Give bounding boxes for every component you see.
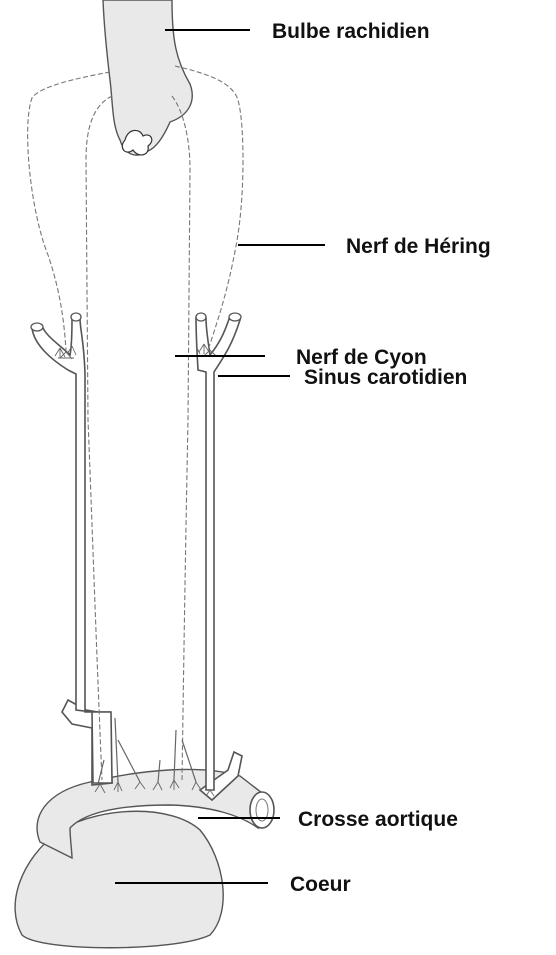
label-nerf-de-cyon: Nerf de Cyon	[296, 346, 427, 369]
label-coeur: Coeur	[290, 873, 351, 896]
label-sinus-carotidien: Sinus carotidien	[304, 366, 467, 389]
medulla-oblongata	[103, 0, 192, 155]
cyon-nerve-left	[86, 96, 112, 780]
label-crosse-aortique: Crosse aortique	[298, 808, 458, 831]
aorta-cut-end	[250, 792, 274, 828]
cyon-nerve-right	[172, 96, 190, 780]
label-bulbe-rachidien: Bulbe rachidien	[272, 20, 430, 43]
right-carotid-artery	[196, 316, 240, 790]
hering-nerve-left	[28, 72, 110, 350]
label-nerf-de-hering: Nerf de Héring	[346, 235, 491, 258]
